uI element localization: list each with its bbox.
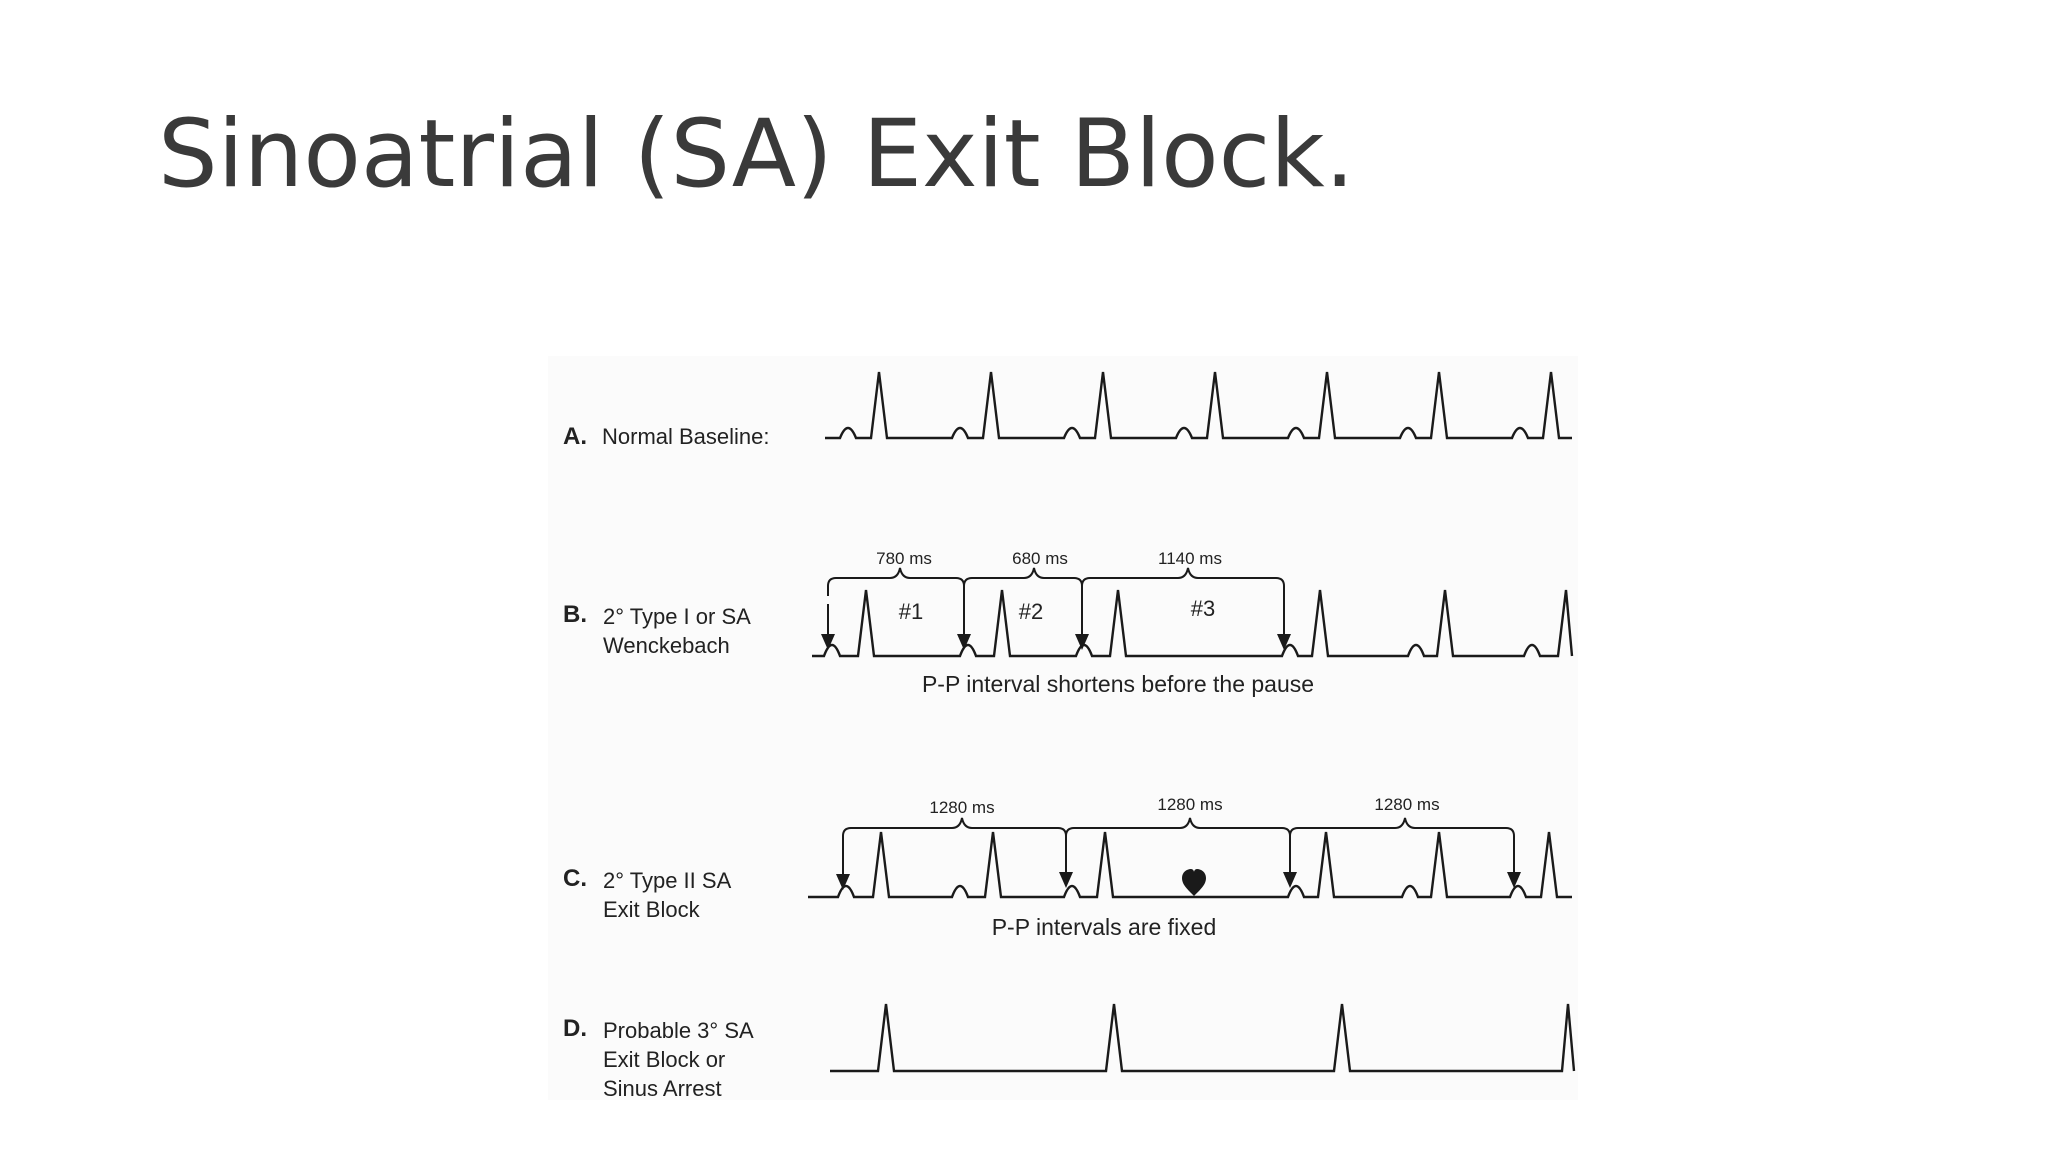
interval-brace-b1 <box>827 567 965 596</box>
row-c-label: C. 2° Type II SA Exit Block <box>563 865 732 922</box>
row-b-text-1: 2° Type I or SA <box>603 604 751 629</box>
row-d-label: D. Probable 3° SA Exit Block or Sinus Ar… <box>563 1015 754 1101</box>
slide-title: Sinoatrial (SA) Exit Block. <box>158 100 1355 209</box>
down-arrow-icon <box>836 858 850 890</box>
segment-label-1: #1 <box>899 599 923 624</box>
ecg-trace-d <box>830 1003 1576 1073</box>
segment-label-2: #2 <box>1019 599 1043 624</box>
row-c-text-2: Exit Block <box>603 897 701 922</box>
down-arrow-icon <box>1277 596 1291 650</box>
down-arrow-icon <box>1059 858 1073 888</box>
row-a-text-1: Normal Baseline: <box>602 424 770 449</box>
row-d-letter: D. <box>563 1015 587 1042</box>
down-arrow-icon <box>957 596 971 650</box>
down-arrow-icon <box>1507 858 1521 888</box>
down-arrow-icon <box>1075 596 1089 650</box>
row-d-text-2: Exit Block or <box>603 1047 725 1072</box>
interval-brace-c3 <box>1289 817 1515 858</box>
interval-label-c2: 1280 ms <box>1157 795 1222 814</box>
row-c-text-1: 2° Type II SA <box>603 868 732 893</box>
ecg-trace-b <box>812 589 1574 658</box>
caption-b: P-P interval shortens before the pause <box>922 671 1314 697</box>
down-arrow-icon <box>821 604 835 650</box>
interval-brace-c1 <box>842 817 1067 858</box>
interval-label-c1: 1280 ms <box>929 798 994 817</box>
row-c-letter: C. <box>563 865 587 892</box>
interval-label-c3: 1280 ms <box>1374 795 1439 814</box>
heart-icon <box>1182 869 1206 896</box>
ecg-trace-c <box>808 831 1572 899</box>
caption-c: P-P intervals are fixed <box>992 914 1217 940</box>
figure-panel <box>548 356 1578 1100</box>
interval-label-b1: 780 ms <box>876 549 932 568</box>
interval-brace-c2 <box>1065 817 1291 858</box>
down-arrow-icon <box>1283 858 1297 888</box>
interval-brace-b2 <box>963 567 1083 596</box>
row-a-label: A. Normal Baseline: <box>563 423 770 450</box>
row-a-letter: A. <box>563 423 587 450</box>
row-b-letter: B. <box>563 601 587 628</box>
interval-label-b2: 680 ms <box>1012 549 1068 568</box>
ecg-trace-a <box>825 371 1572 440</box>
interval-brace-b3 <box>1081 567 1285 596</box>
row-d-text-1: Probable 3° SA <box>603 1018 754 1043</box>
interval-label-b3: 1140 ms <box>1158 549 1222 568</box>
row-b-label: B. 2° Type I or SA Wenckebach <box>563 601 751 658</box>
segment-label-3: #3 <box>1191 596 1215 621</box>
row-d-text-3: Sinus Arrest <box>603 1076 722 1101</box>
row-b-text-2: Wenckebach <box>603 633 730 658</box>
